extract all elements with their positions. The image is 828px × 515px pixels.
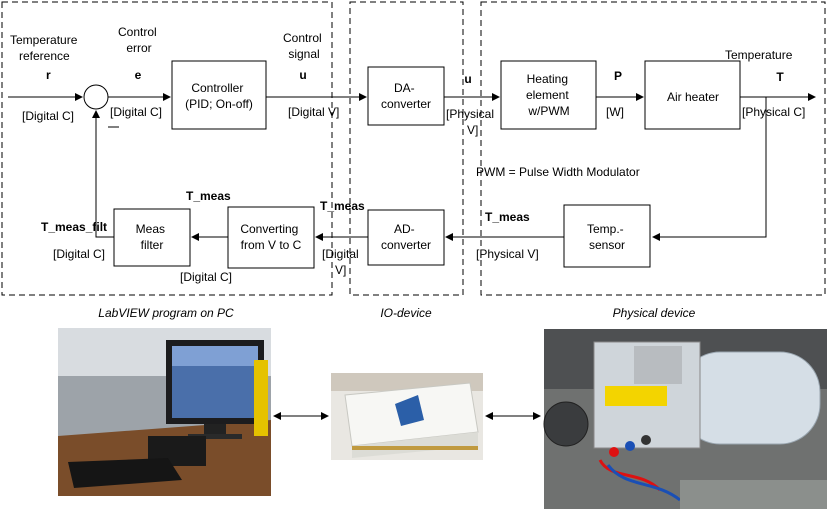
region-label-labview: LabVIEW program on PC: [98, 306, 234, 320]
region-labview: [1, 1, 333, 296]
physical-device-photo: [543, 329, 827, 509]
io-device-photo: [331, 373, 483, 460]
da-converter-label: DA- converter: [381, 81, 431, 111]
signal-u-physical: u: [464, 72, 471, 86]
u-digital-unit: [Digital V]: [288, 105, 339, 119]
ad-converter-block: [367, 209, 445, 266]
meas-filter-block: [113, 208, 191, 267]
t-meas-digital-v-unit: [Digital V]: [322, 247, 362, 277]
p-unit: [W]: [606, 105, 624, 119]
t-meas-physical-unit: [Physical V]: [476, 247, 539, 261]
controller-label: Controller (PID; On-off): [185, 81, 253, 111]
air-heater-label: Air heater: [667, 90, 719, 104]
e-unit: [Digital C]: [110, 105, 162, 119]
signal-u-digital: u: [299, 68, 306, 82]
region-label-io: IO-device: [380, 306, 432, 320]
region-physical: [480, 1, 826, 296]
region-label-physical: Physical device: [613, 306, 696, 320]
da-converter-block: [367, 66, 445, 126]
control-signal-label: Control signal: [283, 31, 325, 61]
converting-label: Converting from V to C: [240, 222, 301, 252]
t-meas-digital-v-label: T_meas: [320, 199, 365, 213]
temp-sensor-label: Temp.- sensor: [587, 222, 627, 252]
controller-block: [171, 60, 267, 130]
t-meas-c-unit: [Digital C]: [180, 270, 232, 284]
control-error-label: Control error: [118, 25, 160, 55]
t-meas-c-label: T_meas: [186, 189, 231, 203]
u-physical-unit: [Physical V]: [446, 107, 497, 137]
signal-t: T: [776, 70, 784, 84]
pc-photo: [58, 328, 271, 496]
ad-converter-label: AD- converter: [381, 222, 431, 252]
signal-p: P: [614, 69, 622, 83]
t-meas-filt-unit: [Digital C]: [53, 247, 105, 261]
heating-element-block: [500, 60, 597, 130]
temperature-reference-label: Temperature reference: [10, 33, 81, 63]
pwm-note: PWM = Pulse Width Modulator: [476, 165, 640, 179]
signal-r: r: [46, 68, 51, 82]
t-unit: [Physical C]: [742, 105, 805, 119]
signal-e: e: [135, 68, 142, 82]
meas-filter-label: Meas filter: [136, 222, 169, 252]
temperature-label: Temperature: [725, 48, 793, 62]
summing-junction: [83, 84, 109, 110]
t-meas-filt-label: T_meas_filt: [41, 220, 107, 234]
region-io: [349, 1, 464, 296]
t-meas-physical-label: T_meas: [485, 210, 530, 224]
r-unit: [Digital C]: [22, 109, 74, 123]
air-heater-block: [644, 60, 741, 130]
heating-element-label: Heating element w/PWM: [526, 72, 572, 118]
converting-block: [227, 206, 315, 269]
temp-sensor-block: [563, 204, 651, 268]
